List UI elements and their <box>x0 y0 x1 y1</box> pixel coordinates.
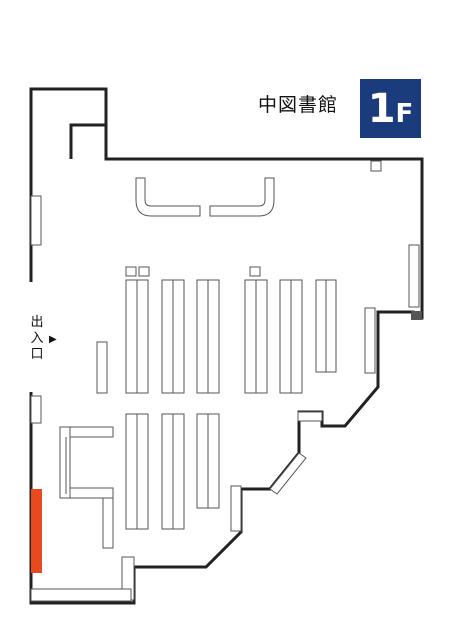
entrance-char: 入 <box>30 331 44 346</box>
wall-fixture <box>230 485 242 532</box>
wall-panel <box>364 307 376 374</box>
wall-fixture <box>30 588 132 602</box>
floor-number: 1 <box>367 85 396 132</box>
wall-main <box>29 87 424 605</box>
wall-fixture <box>297 411 323 422</box>
shelf <box>69 487 114 499</box>
shelf <box>102 497 114 549</box>
entrance-arrow-icon: ▶ <box>49 334 57 345</box>
floor-suffix: F <box>395 98 414 129</box>
diagonal-fixture <box>269 452 307 495</box>
outer-walls <box>29 87 424 605</box>
entrance-char: 出 <box>30 315 44 330</box>
small-box <box>370 160 382 172</box>
counter-right <box>209 177 275 217</box>
highlight-area <box>31 489 42 573</box>
wall-panel <box>408 244 420 308</box>
entrance-label: 出 入 口 <box>29 315 45 363</box>
shelf <box>69 426 114 438</box>
small-box <box>125 266 137 277</box>
counter-left <box>135 177 201 217</box>
floor-badge: 1 F <box>360 79 421 138</box>
wall-panel <box>30 395 42 424</box>
entrance-char: 口 <box>30 347 44 362</box>
small-box <box>249 266 261 277</box>
wall-panel <box>30 195 42 246</box>
page-title: 中図書館 <box>258 94 339 116</box>
shelf <box>96 341 108 394</box>
small-box <box>138 266 150 277</box>
fixtures <box>30 160 420 602</box>
corner-block <box>411 311 422 320</box>
wall-notch <box>69 123 106 159</box>
shelf <box>59 426 71 499</box>
